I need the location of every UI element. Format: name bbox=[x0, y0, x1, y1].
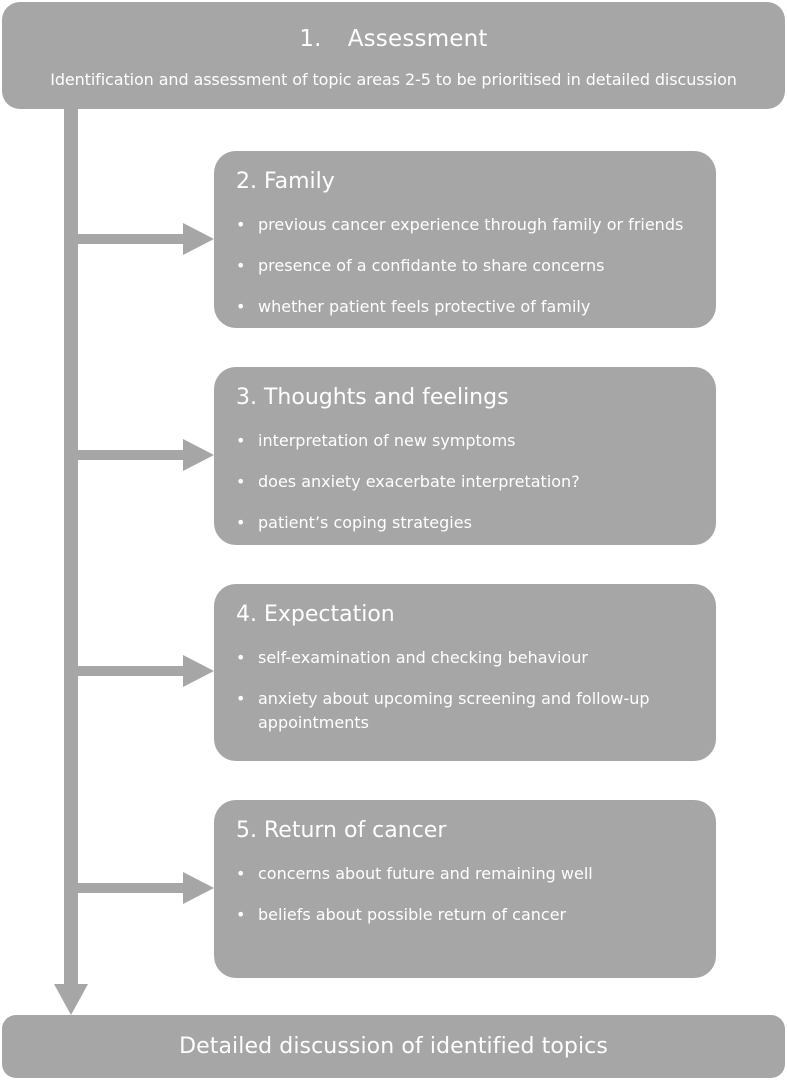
bullet-dot-icon: • bbox=[236, 256, 246, 275]
assessment-box: 1. Assessment Identification and assessme… bbox=[2, 2, 785, 109]
branch-line-return bbox=[77, 883, 185, 893]
bullet-item: • concerns about future and remaining wel… bbox=[236, 862, 698, 886]
topic-bullet-list: • concerns about future and remaining wel… bbox=[236, 862, 698, 944]
bullet-item: • previous cancer experience through fami… bbox=[236, 213, 698, 237]
topic-box-expectation: 4. Expectation • self-examination and che… bbox=[214, 584, 716, 761]
topic-heading: 5. Return of cancer bbox=[236, 818, 447, 843]
bullet-text: self-examination and checking behaviour bbox=[258, 648, 588, 667]
bullet-dot-icon: • bbox=[236, 905, 246, 924]
assessment-title-text: Assessment bbox=[347, 26, 488, 52]
outcome-label: Detailed discussion of identified topics bbox=[179, 1034, 608, 1059]
bullet-dot-icon: • bbox=[236, 472, 246, 491]
outcome-box: Detailed discussion of identified topics bbox=[2, 1015, 785, 1078]
branch-arrow-expectation bbox=[183, 655, 214, 687]
bullet-text: whether patient feels protective of fami… bbox=[258, 297, 591, 316]
bullet-item: • patient’s coping strategies bbox=[236, 511, 698, 535]
bullet-text: does anxiety exacerbate interpretation? bbox=[258, 472, 580, 491]
branch-arrow-family bbox=[183, 223, 214, 255]
bullet-dot-icon: • bbox=[236, 689, 246, 708]
assessment-number: 1. bbox=[299, 26, 322, 52]
bullet-item: • does anxiety exacerbate interpretation? bbox=[236, 470, 698, 494]
topic-bullet-list: • interpretation of new symptoms • does an… bbox=[236, 429, 698, 552]
bullet-item: • self-examination and checking behaviour bbox=[236, 646, 698, 670]
bullet-text: interpretation of new symptoms bbox=[258, 431, 516, 450]
bullet-dot-icon: • bbox=[236, 513, 246, 532]
topic-box-return-of-cancer: 5. Return of cancer • concerns about futu… bbox=[214, 800, 716, 978]
assessment-title: 1. Assessment bbox=[2, 26, 785, 52]
branch-arrow-thoughts bbox=[183, 439, 214, 471]
branch-line-family bbox=[77, 234, 185, 244]
bullet-dot-icon: • bbox=[236, 864, 246, 883]
topic-box-thoughts-and-feelings: 3. Thoughts and feelings • interpretation… bbox=[214, 367, 716, 545]
branch-line-expectation bbox=[77, 666, 185, 676]
branch-arrow-return bbox=[183, 872, 214, 904]
topic-box-family: 2. Family • previous cancer experience th… bbox=[214, 151, 716, 328]
bullet-dot-icon: • bbox=[236, 648, 246, 667]
bullet-dot-icon: • bbox=[236, 297, 246, 316]
bullet-item: • whether patient feels protective of fam… bbox=[236, 295, 698, 319]
bullet-item: • anxiety about upcoming screening and fo… bbox=[236, 687, 698, 735]
assessment-subtitle: Identification and assessment of topic a… bbox=[50, 70, 737, 89]
bullet-dot-icon: • bbox=[236, 215, 246, 234]
topic-heading: 3. Thoughts and feelings bbox=[236, 385, 509, 410]
branch-line-thoughts bbox=[77, 450, 185, 460]
bullet-item: • beliefs about possible return of cancer bbox=[236, 903, 698, 927]
topic-heading: 2. Family bbox=[236, 169, 335, 194]
bullet-text: presence of a confidante to share concer… bbox=[258, 256, 605, 275]
bullet-text: patient’s coping strategies bbox=[258, 513, 472, 532]
main-arrow-head bbox=[54, 984, 88, 1015]
bullet-dot-icon: • bbox=[236, 431, 246, 450]
topic-bullet-list: • previous cancer experience through fami… bbox=[236, 213, 698, 336]
bullet-text: previous cancer experience through famil… bbox=[258, 215, 684, 234]
bullet-text: beliefs about possible return of cancer bbox=[258, 905, 567, 924]
bullet-text: concerns about future and remaining well bbox=[258, 864, 593, 883]
topic-bullet-list: • self-examination and checking behaviour… bbox=[236, 646, 698, 752]
bullet-item: • presence of a confidante to share conce… bbox=[236, 254, 698, 278]
topic-heading: 4. Expectation bbox=[236, 602, 395, 627]
bullet-text: anxiety about upcoming screening and fol… bbox=[258, 689, 650, 732]
main-vertical-line bbox=[64, 108, 78, 988]
bullet-item: • interpretation of new symptoms bbox=[236, 429, 698, 453]
